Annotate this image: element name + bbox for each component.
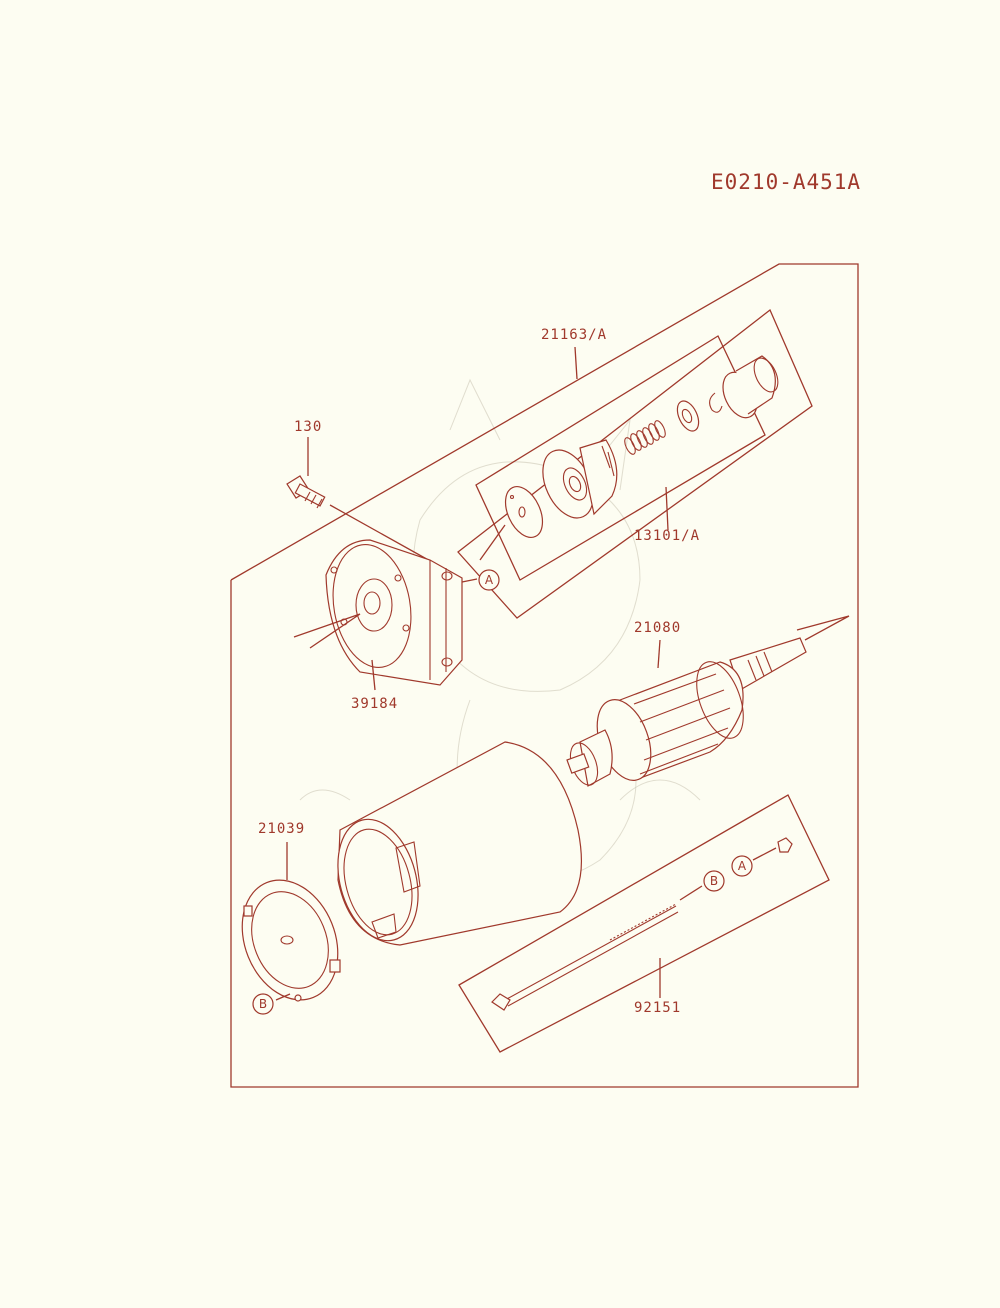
diagram-code: E0210-A451A xyxy=(711,170,861,194)
kit-box-13101 xyxy=(475,335,766,581)
drive-spring xyxy=(624,420,666,455)
svg-text:B: B xyxy=(259,997,267,1011)
ref-marker-b-bolt xyxy=(703,870,725,892)
svg-text:A: A xyxy=(485,573,494,587)
label-13101: 13101/A xyxy=(634,528,700,544)
kit-box-92151 xyxy=(458,794,830,1053)
label-130: 130 xyxy=(294,419,322,435)
ref-marker-a-top xyxy=(478,569,500,591)
yoke-housing xyxy=(337,741,583,946)
nut xyxy=(777,837,793,853)
bolt-130 xyxy=(286,475,326,509)
front-cover-39184 xyxy=(325,539,463,686)
ref-marker-b-left xyxy=(252,993,274,1015)
outer-frame xyxy=(230,263,859,1088)
drive-stop-collar xyxy=(722,355,779,419)
armature-21080 xyxy=(566,637,807,787)
label-92151: 92151 xyxy=(634,1000,681,1016)
end-cover-21039 xyxy=(241,879,341,1002)
drive-snap-ring xyxy=(709,392,723,413)
kit-box-21163 xyxy=(457,308,813,619)
label-39184: 39184 xyxy=(351,696,398,712)
svg-text:A: A xyxy=(738,859,747,873)
drive-pinion xyxy=(542,439,618,519)
drive-washer xyxy=(504,486,544,538)
svg-text:B: B xyxy=(710,874,718,888)
drive-collar xyxy=(676,400,700,432)
label-21163: 21163/A xyxy=(541,327,607,343)
label-21039: 21039 xyxy=(258,821,305,837)
label-21080: 21080 xyxy=(634,620,681,636)
ref-marker-a-nut xyxy=(731,855,753,877)
through-bolt-92151 xyxy=(491,903,679,1011)
